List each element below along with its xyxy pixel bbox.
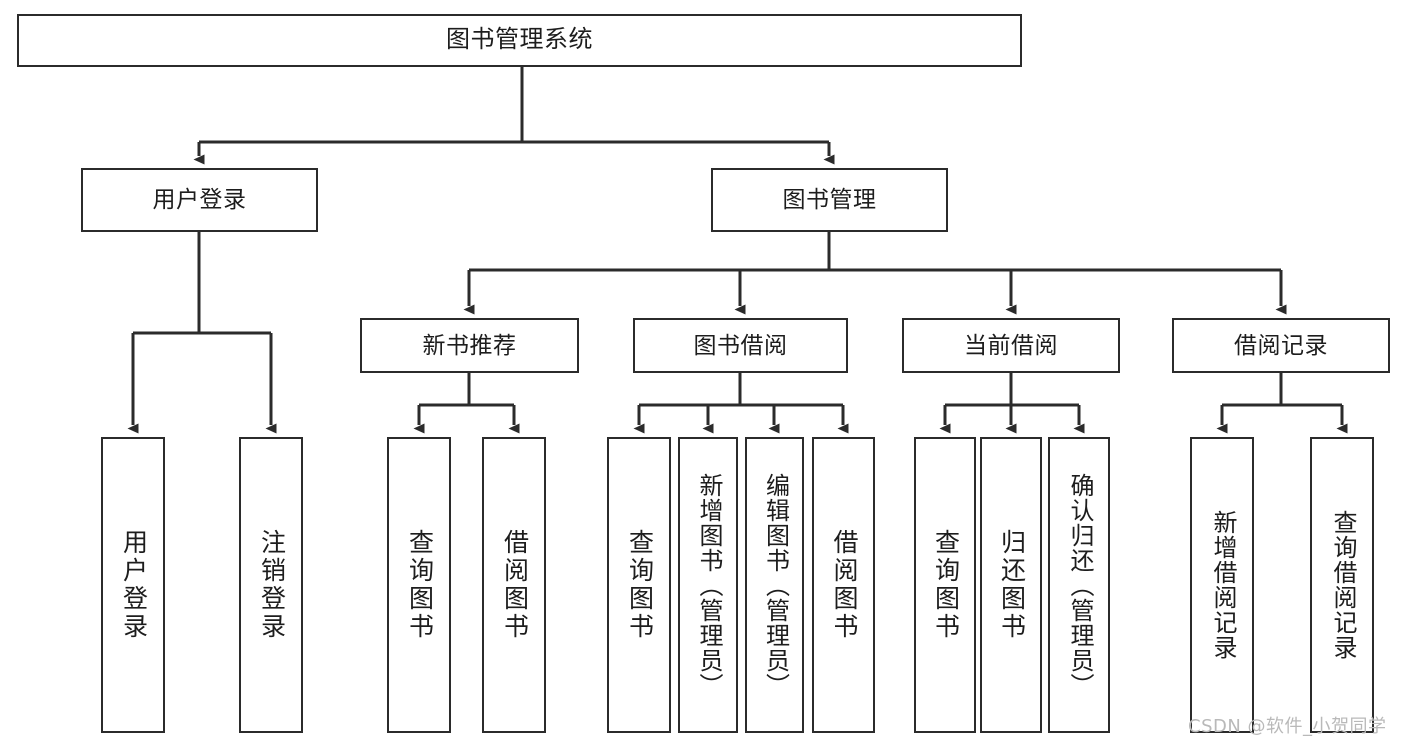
node-leaf-query-book-recommend[interactable]: 查询图书 bbox=[387, 437, 451, 733]
node-leaf-add-borrow-record[interactable]: 新增借阅记录 bbox=[1190, 437, 1254, 733]
node-current-borrow[interactable]: 当前借阅 bbox=[902, 318, 1120, 373]
node-leaf-edit-book-admin[interactable]: 编辑图书（管理员） bbox=[745, 437, 804, 733]
node-label: 查询图书 bbox=[405, 529, 434, 641]
node-label: 借阅图书 bbox=[500, 529, 529, 641]
node-leaf-user-login[interactable]: 用户登录 bbox=[101, 437, 165, 733]
node-root-book-management-system[interactable]: 图书管理系统 bbox=[17, 14, 1022, 67]
node-label: 新书推荐 bbox=[422, 331, 517, 358]
node-leaf-add-book-admin[interactable]: 新增图书（管理员） bbox=[678, 437, 738, 733]
node-book-manage[interactable]: 图书管理 bbox=[711, 168, 948, 232]
node-label: 新增借阅记录 bbox=[1209, 510, 1236, 660]
node-user-login[interactable]: 用户登录 bbox=[81, 168, 318, 232]
node-leaf-borrow-book-borrow[interactable]: 借阅图书 bbox=[812, 437, 875, 733]
node-leaf-confirm-return-admin[interactable]: 确认归还（管理员） bbox=[1048, 437, 1110, 733]
node-leaf-query-book-current[interactable]: 查询图书 bbox=[914, 437, 976, 733]
node-label: 查询图书 bbox=[625, 529, 654, 641]
node-leaf-query-book-borrow[interactable]: 查询图书 bbox=[607, 437, 671, 733]
node-label: 用户登录 bbox=[152, 186, 247, 213]
node-label: 查询借阅记录 bbox=[1329, 510, 1356, 660]
node-label: 图书借阅 bbox=[693, 331, 788, 358]
watermark-csdn: CSDN @软件_小贺同学 bbox=[1188, 716, 1387, 737]
node-label: 注销登录 bbox=[257, 529, 286, 641]
node-label: 编辑图书（管理员） bbox=[761, 472, 789, 698]
node-leaf-logout-login[interactable]: 注销登录 bbox=[239, 437, 303, 733]
node-label: 当前借阅 bbox=[964, 331, 1058, 358]
node-new-book-recommend[interactable]: 新书推荐 bbox=[360, 318, 579, 373]
node-label: 新增图书（管理员） bbox=[695, 472, 722, 698]
node-label: 查询图书 bbox=[931, 529, 960, 641]
node-label: 确认归还（管理员） bbox=[1066, 472, 1093, 698]
node-leaf-query-borrow-record[interactable]: 查询借阅记录 bbox=[1310, 437, 1374, 733]
node-leaf-return-book[interactable]: 归还图书 bbox=[980, 437, 1042, 733]
node-leaf-borrow-book-recommend[interactable]: 借阅图书 bbox=[482, 437, 546, 733]
node-label: 图书管理 bbox=[782, 186, 877, 213]
node-label: 图书管理系统 bbox=[446, 26, 593, 54]
node-book-borrow[interactable]: 图书借阅 bbox=[633, 318, 848, 373]
node-label: 归还图书 bbox=[997, 529, 1026, 641]
node-label: 借阅记录 bbox=[1234, 331, 1328, 358]
node-label: 用户登录 bbox=[119, 529, 148, 641]
node-label: 借阅图书 bbox=[830, 529, 858, 641]
node-borrow-record[interactable]: 借阅记录 bbox=[1172, 318, 1390, 373]
